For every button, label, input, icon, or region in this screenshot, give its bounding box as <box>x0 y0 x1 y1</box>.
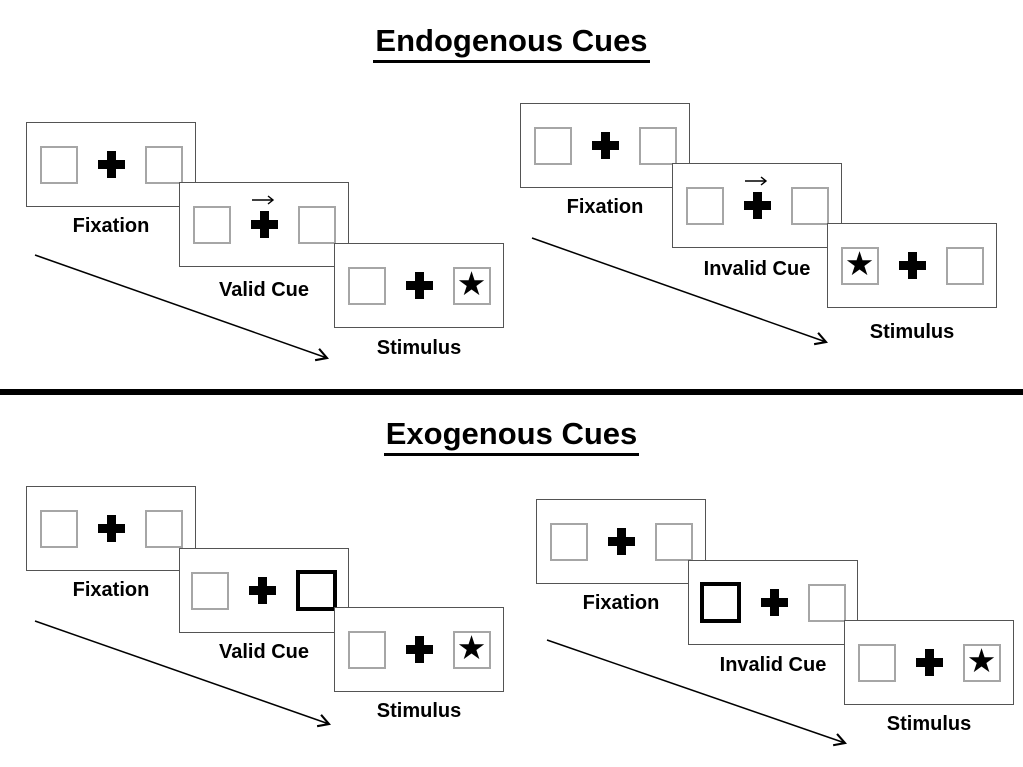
right-box <box>144 509 183 548</box>
timeline-arrow <box>531 237 828 346</box>
step-label: Invalid Cue <box>719 654 827 676</box>
timeline-arrow <box>34 620 331 728</box>
panel-endogenous-valid-stimulus: ★ <box>334 243 504 328</box>
section-divider <box>0 389 1023 395</box>
fixation-cross-icon <box>607 528 635 555</box>
right-box <box>808 583 846 622</box>
left-box <box>685 186 724 225</box>
step-label: Fixation <box>72 579 150 601</box>
left-box-target: ★ <box>840 244 879 285</box>
left-box-highlighted <box>700 582 741 623</box>
panel-exogenous-valid-stimulus: ★ <box>334 607 504 692</box>
right-box <box>790 186 829 225</box>
step-label: Invalid Cue <box>703 258 811 280</box>
fixation-cross-icon <box>97 515 125 542</box>
panel-endogenous-invalid-stimulus: ★ <box>827 223 997 308</box>
fixation-cross-icon <box>761 589 788 616</box>
cue-arrow-right-icon <box>251 195 274 205</box>
step-label: Fixation <box>582 592 660 614</box>
panel-exogenous-invalid-fixation <box>536 499 706 584</box>
fixation-cross-icon <box>249 577 276 604</box>
right-box-target: ★ <box>452 628 491 669</box>
star-icon: ★ <box>456 628 487 667</box>
section-title-text: Endogenous Cues <box>373 24 650 63</box>
left-box <box>549 522 588 561</box>
section-title-text: Exogenous Cues <box>383 417 640 456</box>
right-box-highlighted <box>296 570 337 611</box>
step-label: Stimulus <box>869 321 955 343</box>
star-icon: ★ <box>966 641 997 680</box>
timeline-arrow <box>34 254 329 362</box>
left-box <box>192 205 231 244</box>
section-title-endogenous: Endogenous Cues <box>0 24 1023 63</box>
left-box <box>39 145 78 184</box>
right-box <box>945 246 984 285</box>
panel-endogenous-invalid-fixation <box>520 103 690 188</box>
left-box <box>533 126 572 165</box>
step-label: Stimulus <box>376 700 462 722</box>
right-box <box>297 205 336 244</box>
right-box-target: ★ <box>452 264 491 305</box>
left-box <box>191 571 229 610</box>
right-box <box>144 145 183 184</box>
step-label: Stimulus <box>376 337 462 359</box>
right-box-target: ★ <box>962 641 1001 682</box>
right-box <box>638 126 677 165</box>
fixation-cross-icon <box>405 636 433 663</box>
timeline-arrow <box>546 639 848 747</box>
star-icon: ★ <box>456 264 487 303</box>
step-label: Valid Cue <box>218 641 310 663</box>
panel-endogenous-invalid-cue <box>672 163 842 248</box>
fixation-cross-icon <box>405 272 433 299</box>
panel-exogenous-invalid-stimulus: ★ <box>844 620 1014 705</box>
fixation-cross-icon <box>898 252 926 279</box>
panel-exogenous-valid-cue <box>179 548 349 633</box>
panel-endogenous-valid-cue <box>179 182 349 267</box>
left-box <box>857 643 896 682</box>
right-box <box>654 522 693 561</box>
fixation-cross-icon <box>915 649 943 676</box>
step-label: Fixation <box>72 215 150 237</box>
cue-arrow-right-icon <box>744 176 767 186</box>
fixation-cross-icon <box>250 211 278 238</box>
panel-exogenous-valid-fixation <box>26 486 196 571</box>
left-box <box>347 266 386 305</box>
star-icon: ★ <box>844 244 875 283</box>
left-box <box>39 509 78 548</box>
left-box <box>347 630 386 669</box>
step-label: Stimulus <box>886 713 972 735</box>
panel-exogenous-invalid-cue <box>688 560 858 645</box>
fixation-cross-icon <box>743 192 771 219</box>
section-title-exogenous: Exogenous Cues <box>0 417 1023 456</box>
step-label: Fixation <box>566 196 644 218</box>
fixation-cross-icon <box>591 132 619 159</box>
step-label: Valid Cue <box>218 279 310 301</box>
panel-endogenous-valid-fixation <box>26 122 196 207</box>
fixation-cross-icon <box>97 151 125 178</box>
